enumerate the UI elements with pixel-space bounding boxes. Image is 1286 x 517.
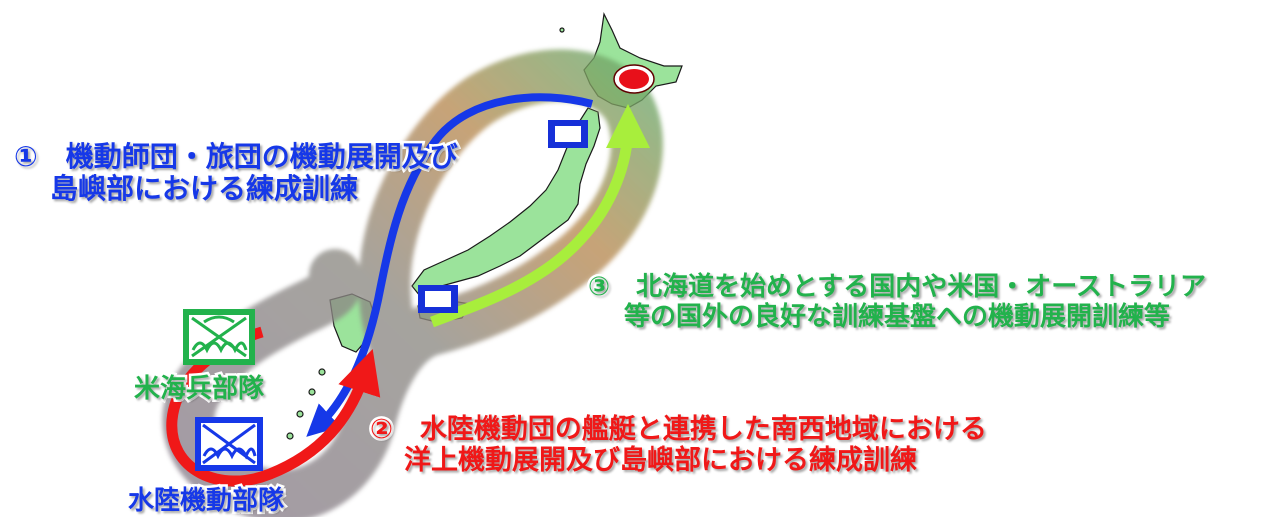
island-5 — [559, 27, 565, 33]
caption-1-text-1: 機動師団・旅団の機動展開及び — [63, 138, 460, 175]
unit-marker-central — [418, 285, 458, 313]
green-route-arrow — [430, 104, 650, 328]
marine-unit-symbol-icon — [183, 309, 255, 365]
caption-3-line-2: 等の国外の良好な訓練基盤への機動展開訓練等 — [622, 300, 1173, 335]
marine-unit-label: 米海兵部隊 — [131, 372, 266, 407]
caption-1-line-2: 島嶼部における練成訓練 — [48, 170, 361, 207]
caption-3: ③ 北海道を始めとする国内や米国・オーストラリア 等の国外の良好な訓練基盤への機… — [585, 270, 1209, 335]
caption-1-number: ① — [12, 138, 41, 175]
island-3 — [296, 410, 304, 418]
caption-3-text-1: 北海道を始めとする国内や米国・オーストラリア — [634, 270, 1209, 305]
caption-3-line-1: ③ 北海道を始めとする国内や米国・オーストラリア — [585, 270, 1209, 305]
unit-marker-north — [548, 120, 588, 148]
red-route-arrow — [166, 326, 381, 487]
caption-2-text-1: 水陸機動団の艦艇と連携した南西地域における — [417, 412, 989, 448]
caption-2-number: ② — [368, 412, 396, 448]
caption-1: ① 機動師団・旅団の機動展開及び 島嶼部における練成訓練 — [12, 138, 461, 207]
caption-2-line-1: ② 水陸機動団の艦艇と連携した南西地域における — [368, 412, 990, 448]
infinity-loop — [162, 49, 663, 517]
amphibious-unit-label: 水陸機動部隊 — [125, 484, 286, 517]
island-4 — [286, 432, 294, 440]
caption-2-line-2: 洋上機動展開及び島嶼部における練成訓練 — [402, 443, 920, 479]
caption-3-number: ③ — [585, 270, 612, 305]
loop-band — [162, 49, 663, 517]
island-1 — [318, 368, 326, 376]
target-marker-icon — [613, 64, 655, 94]
island-2 — [308, 388, 316, 396]
amphibious-unit-symbol-icon — [195, 417, 263, 471]
caption-1-line-1: ① 機動師団・旅団の機動展開及び — [12, 138, 461, 175]
caption-2: ② 水陸機動団の艦艇と連携した南西地域における 洋上機動展開及び島嶼部における練… — [368, 412, 990, 479]
